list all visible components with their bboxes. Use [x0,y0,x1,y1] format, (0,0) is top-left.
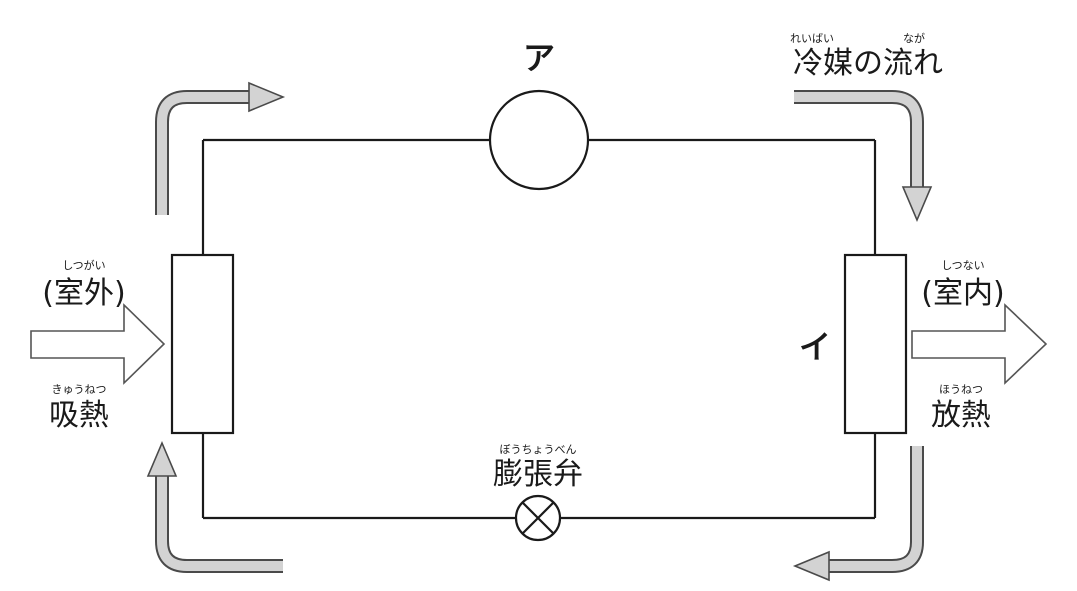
heat-release-ruby: ほうねつ [939,383,983,396]
flow-arrow-top-right [794,90,933,223]
compressor-circle [488,89,590,191]
flow-arrow-bottom-left [146,440,283,573]
compressor-label: ア [523,39,555,77]
expansion-valve-symbol [514,494,562,542]
indoor-label: (室内) [921,276,1004,311]
heat-exchanger-label: イ [799,328,831,366]
indoor-ruby: しつない [941,259,984,272]
outdoor-ruby: しつがい [62,258,105,272]
expansion-valve-ruby: ぼうちょうべん [500,443,577,456]
heat-absorption-label: 吸熱 [49,398,109,433]
heat-out-arrow [911,303,1048,385]
flow-arrow-bottom-right [792,446,924,582]
refrigerant-ruby: れいばい [790,32,834,45]
refrigerant-flow-label: 冷媒の流れ [793,46,943,81]
indoor-heat-exchanger [843,253,908,435]
heat-in-arrow [30,303,166,385]
flow-arrow-top-left [155,81,286,215]
heat-absorption-ruby: きゅうねつ [52,383,107,396]
expansion-valve-label: 膨張弁 [493,457,583,492]
outdoor-label: (室外) [42,276,125,311]
outdoor-heat-exchanger [170,253,235,435]
circuit [170,89,908,542]
flow-ruby: なが [903,31,925,45]
heat-release-label: 放熱 [931,398,991,433]
